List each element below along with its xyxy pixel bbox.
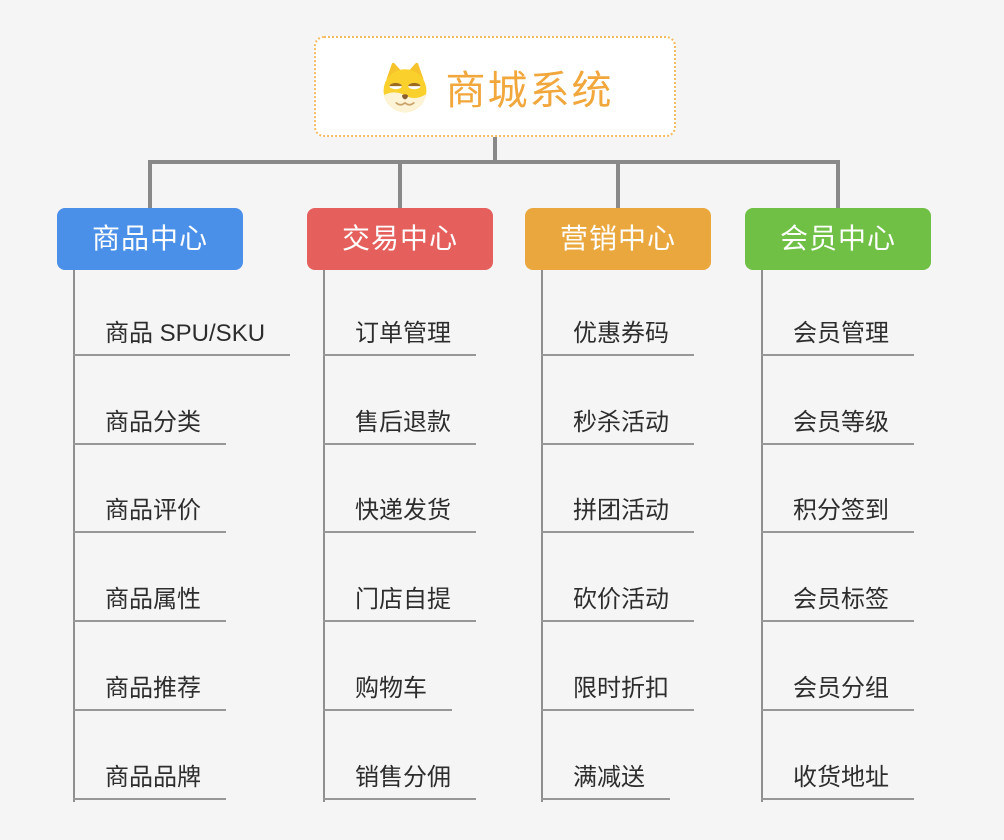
connector-drop <box>398 160 402 210</box>
sub-topic[interactable]: 商品推荐 <box>73 673 226 711</box>
connector-root-stub <box>493 135 497 164</box>
root-topic[interactable]: 商城系统 <box>314 36 676 137</box>
sub-topic[interactable]: 会员管理 <box>761 318 914 356</box>
connector-drop <box>616 160 620 210</box>
sub-topic[interactable]: 优惠券码 <box>541 318 694 356</box>
connector-trunk <box>323 270 325 802</box>
connector-drop <box>836 160 840 210</box>
sub-topic[interactable]: 拼团活动 <box>541 495 694 533</box>
branch-product-center: 商品中心 商品 SPU/SKU 商品分类 商品评价 商品属性 商品推荐 商品品牌 <box>57 208 291 802</box>
sub-topic[interactable]: 商品 SPU/SKU <box>73 318 291 356</box>
sub-topic[interactable]: 商品属性 <box>73 584 226 622</box>
sub-topic[interactable]: 砍价活动 <box>541 584 694 622</box>
sub-topic[interactable]: 商品分类 <box>73 407 226 445</box>
branch-topic[interactable]: 会员中心 <box>745 208 931 270</box>
branch-children: 会员管理 会员等级 积分签到 会员标签 会员分组 收货地址 <box>761 268 991 808</box>
sub-topic[interactable]: 快递发货 <box>323 495 476 533</box>
connector-trunk <box>73 270 75 802</box>
branch-topic[interactable]: 交易中心 <box>307 208 493 270</box>
sub-topic[interactable]: 购物车 <box>323 673 452 711</box>
sub-topic[interactable]: 积分签到 <box>761 495 914 533</box>
sub-topic[interactable]: 会员分组 <box>761 673 914 711</box>
shiba-dog-icon <box>383 62 426 112</box>
branch-children: 订单管理 售后退款 快递发货 门店自提 购物车 销售分佣 <box>323 268 553 808</box>
branch-children: 优惠券码 秒杀活动 拼团活动 砍价活动 限时折扣 满减送 <box>541 268 771 808</box>
branch-topic[interactable]: 商品中心 <box>57 208 243 270</box>
sub-topic[interactable]: 秒杀活动 <box>541 407 694 445</box>
sub-topic[interactable]: 收货地址 <box>761 762 914 800</box>
sub-topic[interactable]: 售后退款 <box>323 407 476 445</box>
connector-trunk <box>761 270 763 802</box>
connector-trunk <box>541 270 543 802</box>
sub-topic[interactable]: 商品评价 <box>73 495 226 533</box>
branch-trade-center: 交易中心 订单管理 售后退款 快递发货 门店自提 购物车 销售分佣 <box>307 208 493 802</box>
sub-topic[interactable]: 会员等级 <box>761 407 914 445</box>
branch-marketing-center: 营销中心 优惠券码 秒杀活动 拼团活动 砍价活动 限时折扣 满减送 <box>525 208 711 802</box>
sub-topic[interactable]: 限时折扣 <box>541 673 694 711</box>
connector-bus <box>148 160 840 164</box>
sub-topic[interactable]: 满减送 <box>541 762 670 800</box>
sub-topic[interactable]: 订单管理 <box>323 318 476 356</box>
branch-children: 商品 SPU/SKU 商品分类 商品评价 商品属性 商品推荐 商品品牌 <box>73 268 303 808</box>
sub-topic[interactable]: 销售分佣 <box>323 762 476 800</box>
branch-member-center: 会员中心 会员管理 会员等级 积分签到 会员标签 会员分组 收货地址 <box>745 208 931 802</box>
root-topic-label: 商城系统 <box>445 68 614 113</box>
sub-topic[interactable]: 门店自提 <box>323 584 476 622</box>
sub-topic[interactable]: 商品品牌 <box>73 762 226 800</box>
connector-drop <box>148 160 152 210</box>
sub-topic[interactable]: 会员标签 <box>761 584 914 622</box>
branch-topic[interactable]: 营销中心 <box>525 208 711 270</box>
